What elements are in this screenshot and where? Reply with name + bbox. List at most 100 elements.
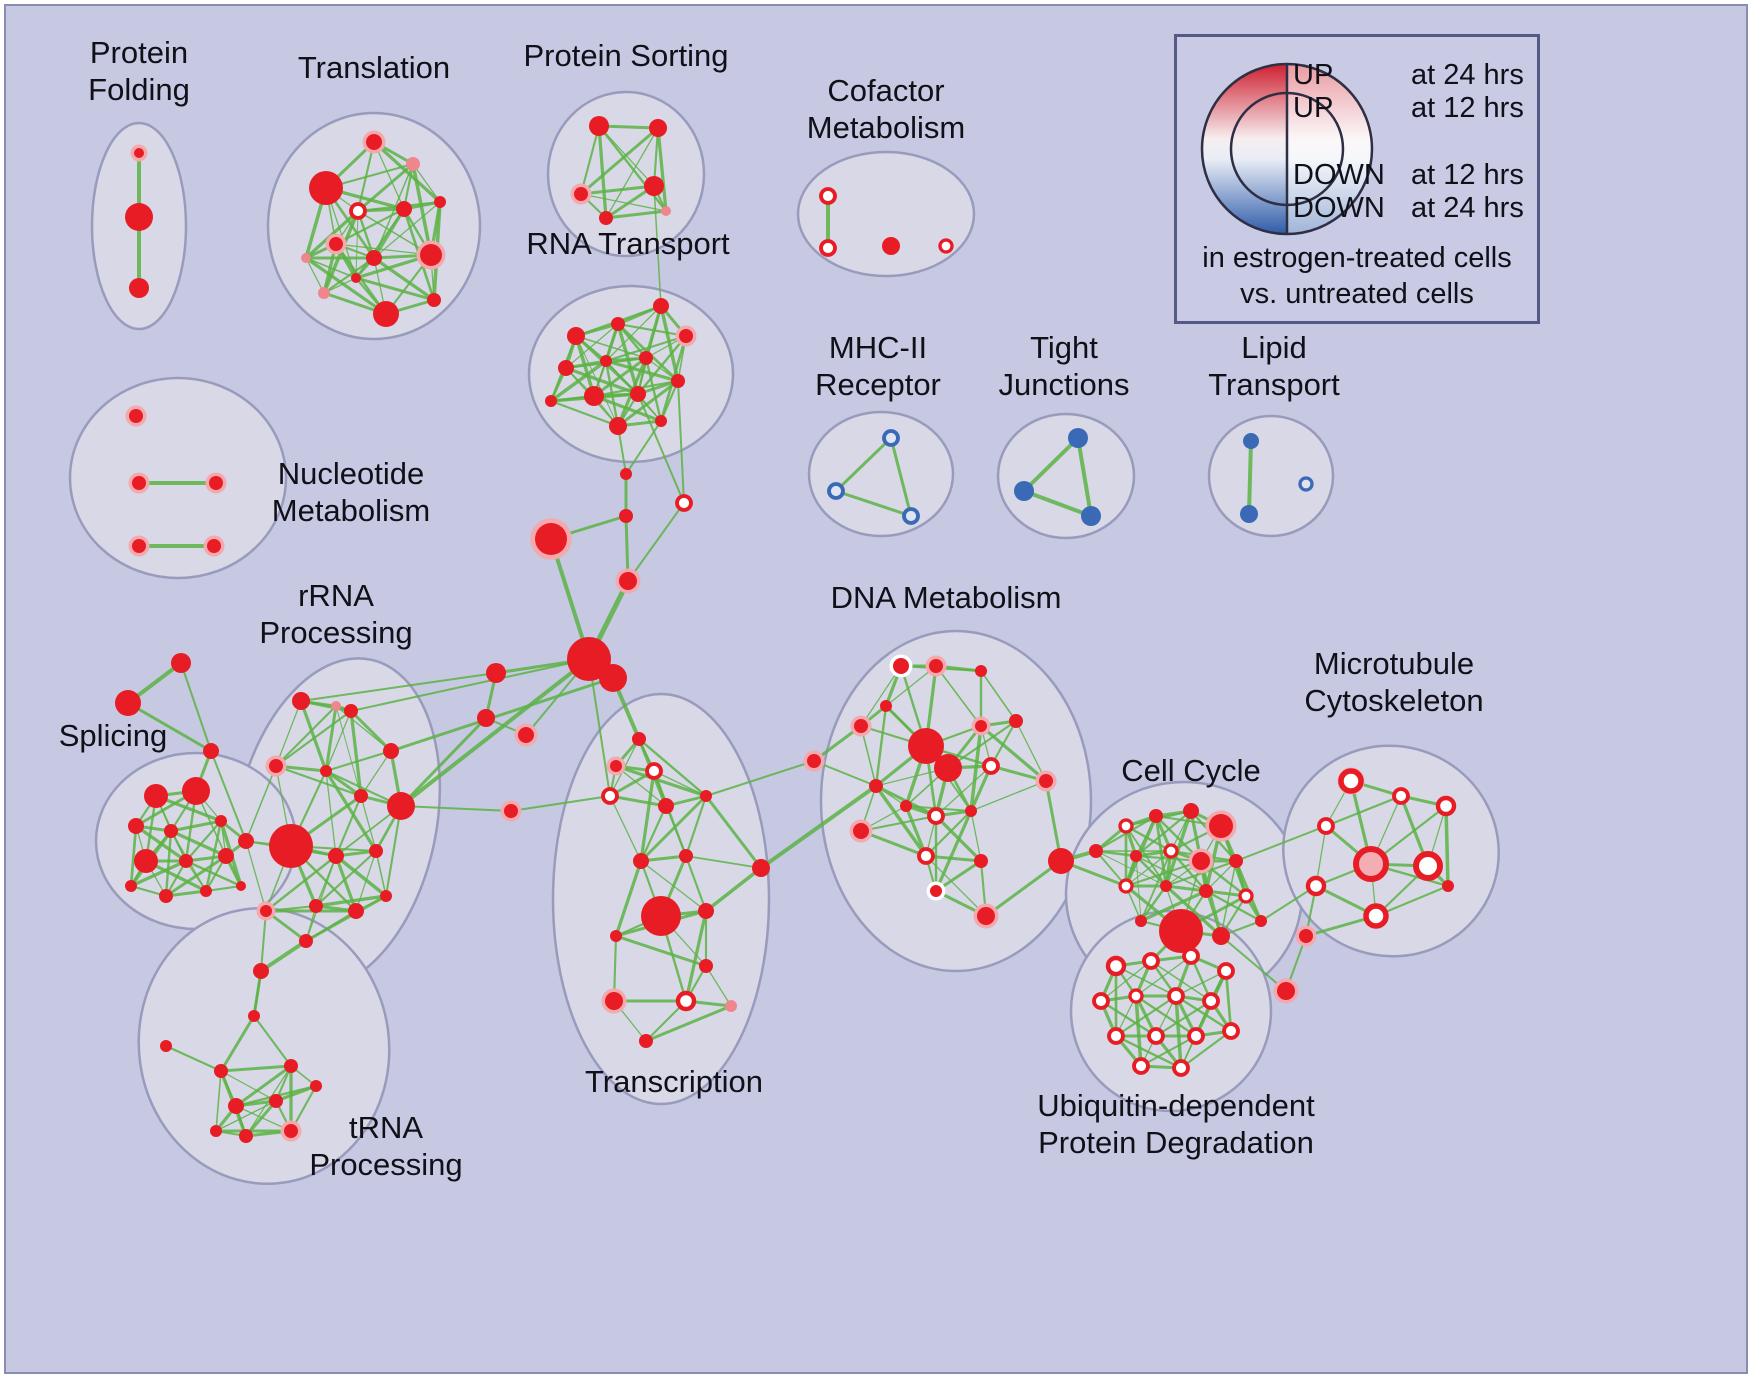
network-node [699,959,713,973]
network-edge [639,804,668,863]
network-edge [1199,859,1223,938]
cluster-rna-transport-label: RNA Transport [526,226,730,261]
nodes-layer [115,116,1457,1143]
network-edge [653,770,707,797]
network-node [179,854,193,868]
network-edge [580,193,667,212]
network-edge [605,305,662,362]
network-node [854,719,868,733]
legend-row-up-24: UP at 24 hrs [1177,59,1537,93]
network-node [601,787,619,805]
network-node [589,116,609,136]
network-node [633,853,649,869]
network-edge [637,737,708,798]
network-node [974,854,988,868]
network-edge [356,140,376,213]
network-node [366,134,382,150]
network-edge [639,769,656,863]
network-node [1182,947,1200,965]
network-edge [384,804,403,898]
network-edge [579,124,601,196]
network-edge [614,934,708,968]
network-edge [334,207,406,246]
network-node [574,187,588,201]
cluster-ubiquitin-degradation-label: Protein Degradation [1038,1125,1314,1160]
legend-up12-word: UP [1293,92,1334,124]
network-edge [324,749,393,773]
network-node [1298,476,1314,492]
network-edge [335,705,362,797]
cluster-mhc-ii-receptor-label: MHC-II [829,330,927,365]
network-edge [164,829,173,898]
network-node [1305,875,1327,897]
network-edge [980,670,1017,722]
network-edge [1224,969,1233,1033]
network-edge [355,208,405,279]
network-node [309,171,343,205]
network-edge [299,699,328,773]
network-node [320,765,332,777]
network-edge [324,769,378,853]
network-edge [1134,994,1143,1068]
network-edge [215,1070,222,1132]
network-node [238,833,254,849]
network-edge [616,322,688,338]
network-edge [325,770,337,857]
legend-updown-glyph [1200,62,1374,236]
network-node [611,317,625,331]
network-node [328,848,344,864]
network-edge [400,805,512,812]
network-node [938,238,954,254]
network-edge [608,794,668,808]
network-node [1009,714,1023,728]
network-node [630,386,646,402]
network-edge [609,795,642,862]
network-node [1199,884,1213,898]
network-edge [636,334,688,396]
network-edge [389,676,615,753]
network-node [641,896,681,936]
network-edge [356,162,415,213]
network-node [752,859,770,877]
network-node [383,743,399,759]
network-edge [924,809,973,858]
network-edge [184,859,243,888]
legend-up24-time: at 24 hrs [1411,59,1524,91]
network-node [351,273,361,283]
network-edge [334,854,388,898]
network-node [619,509,633,523]
network-edge [684,909,708,1003]
network-edge [935,765,992,817]
cluster-protein-sorting-label: Protein Sorting [523,38,728,73]
network-edge [1374,884,1450,918]
network-edge [1179,1029,1233,1070]
network-edge [412,163,441,203]
network-node [344,704,358,718]
network-node [658,798,674,814]
network-edge [644,1004,733,1043]
cluster-dna-metabolism-label: DNA Metabolism [831,580,1062,615]
cluster-tight-junctions-ellipse [996,412,1136,540]
network-edge [274,1084,318,1103]
network-node [284,1124,298,1138]
network-edge [220,1070,277,1102]
network-edge [934,809,973,893]
network-node [853,823,869,839]
network-node [207,539,221,553]
network-edge [180,662,212,752]
network-edge [164,854,228,898]
network-edge [1022,489,1093,518]
cluster-dna-metabolism-ellipse [819,629,1093,973]
network-node [827,482,845,500]
network-node [632,732,646,746]
network-edge [1139,884,1168,923]
cluster-trna-processing-ellipse [137,906,391,1186]
network-edge [639,794,708,863]
network-node [1135,915,1147,927]
network-edge [705,760,815,797]
network-node [639,351,653,365]
legend-caption-line2: vs. untreated cells [1240,278,1474,310]
network-edge [129,824,138,888]
network-node [1048,848,1074,874]
network-edge [325,710,352,772]
